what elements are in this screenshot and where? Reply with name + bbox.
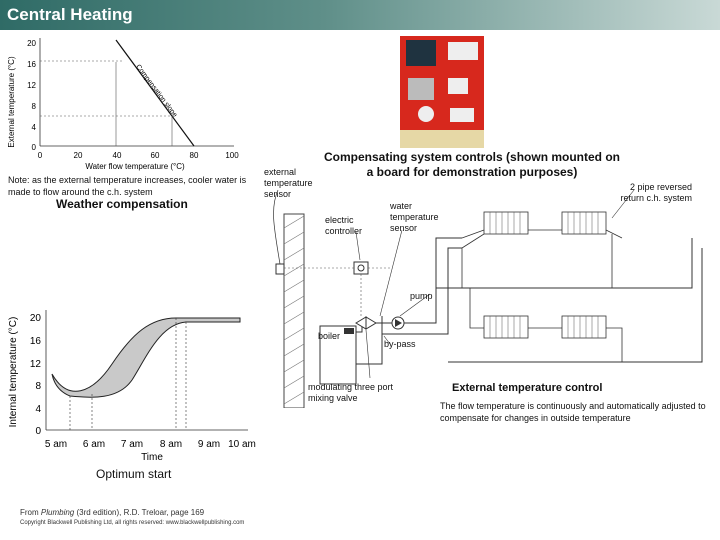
wc-xtick: 0 xyxy=(38,151,43,160)
controller-unit-icon xyxy=(406,40,436,66)
os-xtick: 5 am xyxy=(45,439,67,450)
wc-ytick: 4 xyxy=(32,123,37,132)
section-title: External temperature control xyxy=(452,382,603,394)
wc-xtick: 20 xyxy=(74,151,83,160)
os-ylabel: Internal temperature (°C) xyxy=(8,317,19,428)
os-xtick: 6 am xyxy=(83,439,105,450)
thermostat-icon xyxy=(448,78,468,94)
pipework-icon xyxy=(400,130,484,148)
label-bypass: by-pass xyxy=(384,339,416,349)
valve-actuator-icon xyxy=(408,78,434,100)
os-caption: Optimum start xyxy=(96,467,172,481)
wc-xtick: 60 xyxy=(151,151,160,160)
os-ytick: 20 xyxy=(30,313,42,324)
source-rest: (3rd edition), R.D. Treloar, page 169 xyxy=(74,508,205,517)
pump-arrow-icon xyxy=(395,319,402,327)
valve-leader xyxy=(365,329,371,379)
page-title: Central Heating xyxy=(7,5,133,24)
wc-ylabel: External temperature (°C) xyxy=(7,56,16,148)
electric-controller-icon xyxy=(353,261,369,275)
os-ytick: 16 xyxy=(30,336,42,347)
water-sensor-leader xyxy=(379,229,403,317)
pump-leader xyxy=(399,293,431,317)
optimum-start-chart: Internal temperature (°C) 20 16 12 8 4 0… xyxy=(8,310,256,463)
os-xtick: 9 am xyxy=(198,439,220,450)
mixing-valve-icon xyxy=(355,316,367,330)
radiator-fins xyxy=(489,212,599,338)
flow-pipe xyxy=(376,237,693,324)
external-sensor-icon xyxy=(275,263,285,275)
boiler-icon xyxy=(319,325,357,385)
wc-xlabel: Water flow temperature (°C) xyxy=(85,162,185,171)
diagram-caption: Compensating system controls (shown moun… xyxy=(323,150,621,179)
controller-dial-icon xyxy=(357,264,365,272)
label-electric-controller: electric controller xyxy=(325,215,363,236)
label-pipe-system: 2 pipe reversed return c.h. system xyxy=(620,182,692,203)
wc-ytick: 12 xyxy=(27,81,36,90)
radiator-group xyxy=(483,211,607,339)
wc-slope-label: Compensation slope xyxy=(134,64,178,119)
label-mixing-valve: modulating three port mixing valve xyxy=(308,382,394,403)
os-xtick: 8 am xyxy=(160,439,182,450)
controller-leader xyxy=(355,231,361,261)
heating-schematic xyxy=(273,189,703,408)
bypass-leader xyxy=(383,335,391,345)
wc-ytick: 16 xyxy=(27,60,36,69)
ext-sensor-leader xyxy=(273,189,281,265)
wc-ytick: 8 xyxy=(32,102,37,111)
wc-xtick: 100 xyxy=(225,151,239,160)
source-book: Plumbing xyxy=(40,508,75,517)
os-ytick: 0 xyxy=(35,426,41,437)
os-ytick: 8 xyxy=(35,381,41,392)
return-pipe xyxy=(382,247,703,363)
timer-icon xyxy=(450,108,474,122)
os-xtick: 7 am xyxy=(121,439,143,450)
pipe-label-leader xyxy=(611,189,635,219)
wc-note: Note: as the external temperature increa… xyxy=(8,175,247,197)
wall xyxy=(283,213,305,408)
gauge-icon xyxy=(418,106,434,122)
wc-caption: Weather compensation xyxy=(56,197,188,211)
label-pump: pump xyxy=(410,291,433,301)
optimum-start-band xyxy=(51,317,241,398)
os-ytick: 4 xyxy=(35,404,41,415)
label-boiler: boiler xyxy=(318,331,341,341)
boiler-flue-icon xyxy=(344,328,354,334)
weather-compensation-chart: External temperature (°C) 20 16 12 8 4 0… xyxy=(7,38,239,171)
wall-hatching xyxy=(283,215,305,405)
os-xlabel: Time xyxy=(141,452,163,463)
mixing-valve-icon-half xyxy=(365,316,377,330)
wc-xtick: 80 xyxy=(190,151,199,160)
os-xtick: 10 am xyxy=(228,439,256,450)
wc-xtick: 40 xyxy=(113,151,122,160)
os-ytick: 12 xyxy=(30,359,42,370)
radiator-connections xyxy=(461,229,623,362)
label-water-sensor: water temperature sensor xyxy=(390,201,439,233)
section-description: The flow temperature is continuously and… xyxy=(440,401,706,423)
source-citation: From Plumbing (3rd edition), R.D. Treloa… xyxy=(20,508,204,517)
label-external-sensor: external temperature sensor xyxy=(264,167,313,199)
source-prefix: From xyxy=(20,508,41,517)
copyright: Copyright Blackwell Publishing Ltd, all … xyxy=(20,520,245,526)
compensation-slope-line xyxy=(115,39,195,147)
wc-ytick: 0 xyxy=(32,143,37,152)
wc-ytick: 20 xyxy=(27,39,36,48)
display-unit-icon xyxy=(448,42,478,60)
demonstration-board-photo xyxy=(400,36,484,148)
title-bar: Central Heating xyxy=(0,0,720,30)
